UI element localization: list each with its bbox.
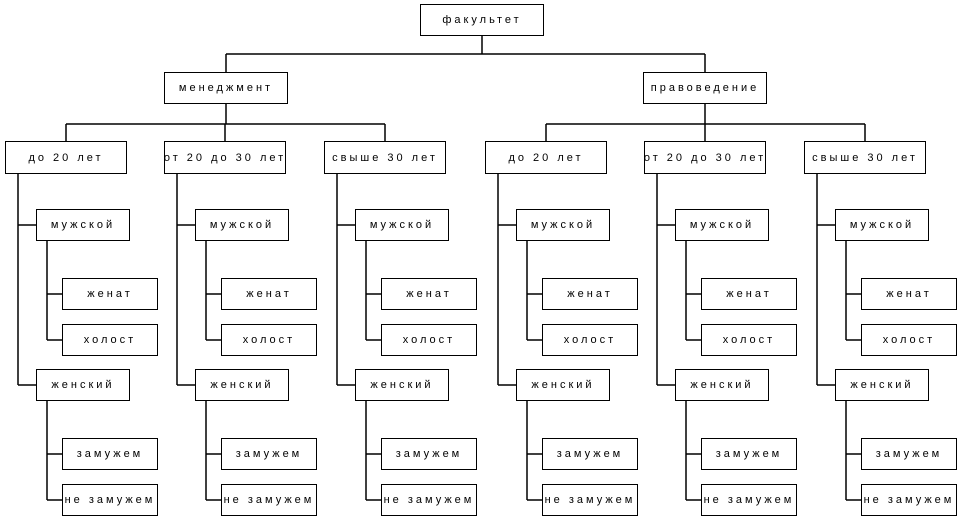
node-law-age-over-30: свыше 30 лет [804, 141, 926, 174]
node-management-age2-gender-female: женский [355, 369, 449, 401]
node-faculty: факультет [420, 4, 544, 36]
node-management-age2-status-0-1: холост [381, 324, 477, 356]
node-law-age1-gender-male: мужской [675, 209, 769, 241]
node-management-age1-status-1-1: не замужем [221, 484, 317, 516]
node-law-age-20-30: от 20 до 30 лет [644, 141, 766, 174]
node-law-age0-status-1-1: не замужем [542, 484, 638, 516]
node-management: менеджмент [164, 72, 288, 104]
node-law-age1-status-0-1: холост [701, 324, 797, 356]
node-law-age1-gender-female: женский [675, 369, 769, 401]
node-law-age1-status-0-0: женат [701, 278, 797, 310]
node-management-age0-status-0-1: холост [62, 324, 158, 356]
node-management-age-under-20: до 20 лет [5, 141, 127, 174]
node-law-age0-gender-male: мужской [516, 209, 610, 241]
node-law-age1-status-1-0: замужем [701, 438, 797, 470]
node-management-age1-status-0-0: женат [221, 278, 317, 310]
node-law-age0-status-0-0: женат [542, 278, 638, 310]
node-law-age2-status-1-1: не замужем [861, 484, 957, 516]
node-management-age1-status-0-1: холост [221, 324, 317, 356]
node-management-age2-gender-male: мужской [355, 209, 449, 241]
node-law-age2-status-0-1: холост [861, 324, 957, 356]
node-management-age0-status-1-1: не замужем [62, 484, 158, 516]
node-management-age1-status-1-0: замужем [221, 438, 317, 470]
node-management-age0-gender-female: женский [36, 369, 130, 401]
node-law-age2-status-0-0: женат [861, 278, 957, 310]
node-management-age2-status-1-0: замужем [381, 438, 477, 470]
node-management-age0-gender-male: мужской [36, 209, 130, 241]
node-law-age0-status-0-1: холост [542, 324, 638, 356]
node-management-age2-status-0-0: женат [381, 278, 477, 310]
node-management-age1-gender-male: мужской [195, 209, 289, 241]
node-law: правоведение [643, 72, 767, 104]
node-law-age0-status-1-0: замужем [542, 438, 638, 470]
node-law-age0-gender-female: женский [516, 369, 610, 401]
node-management-age-over-30: свыше 30 лет [324, 141, 446, 174]
node-law-age2-status-1-0: замужем [861, 438, 957, 470]
node-law-age2-gender-female: женский [835, 369, 929, 401]
node-law-age1-status-1-1: не замужем [701, 484, 797, 516]
node-law-age2-gender-male: мужской [835, 209, 929, 241]
node-management-age0-status-0-0: женат [62, 278, 158, 310]
node-management-age1-gender-female: женский [195, 369, 289, 401]
node-management-age-20-30: от 20 до 30 лет [164, 141, 286, 174]
node-management-age0-status-1-0: замужем [62, 438, 158, 470]
node-management-age2-status-1-1: не замужем [381, 484, 477, 516]
node-law-age-under-20: до 20 лет [485, 141, 607, 174]
